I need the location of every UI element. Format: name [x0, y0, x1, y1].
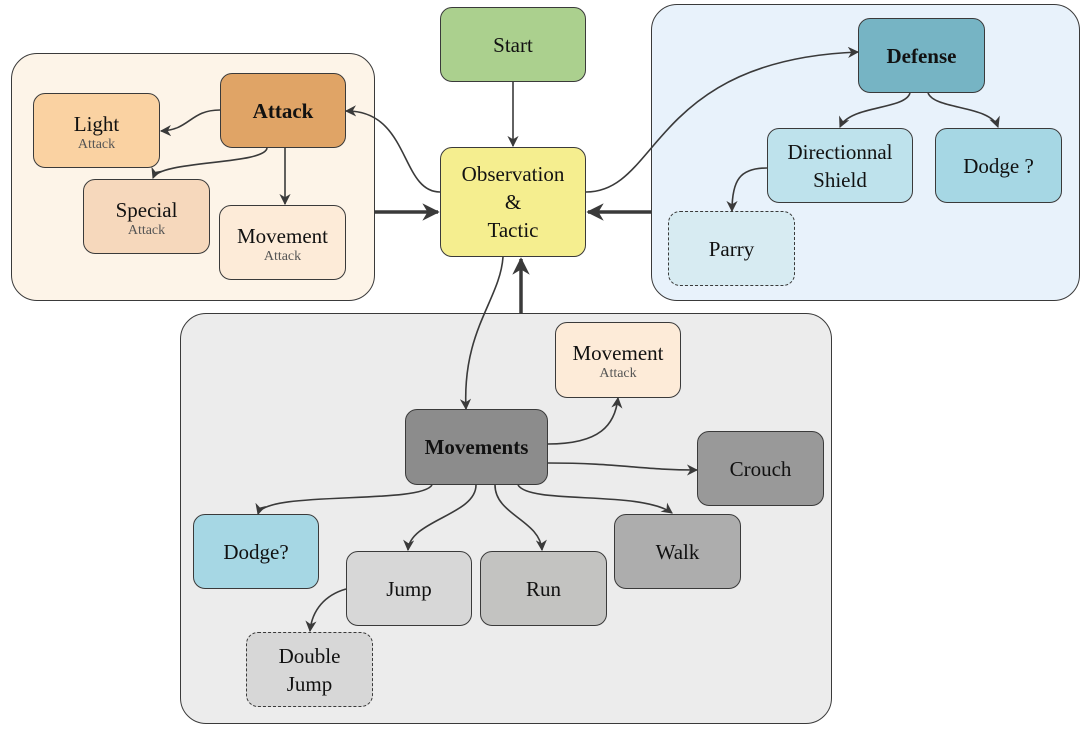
light-attack-node[interactable]: Light Attack: [33, 93, 160, 168]
defense-label: Defense: [886, 43, 957, 68]
start-node[interactable]: Start: [440, 7, 586, 82]
special-attack-label: Special: [115, 197, 178, 222]
dodge-defense-node[interactable]: Dodge ?: [935, 128, 1062, 203]
parry-label: Parry: [708, 236, 755, 261]
double-jump-node[interactable]: Double Jump: [246, 632, 373, 707]
directional-shield-node[interactable]: Directionnal Shield: [767, 128, 913, 203]
movement-attack-label: Movement: [237, 223, 328, 248]
observation-label: Observation & Tactic: [461, 162, 565, 242]
edge-movements-movattack: [547, 396, 623, 445]
jump-label: Jump: [386, 576, 432, 601]
light-attack-label: Light: [73, 111, 120, 136]
edge-movements-walk: [517, 484, 673, 514]
edge-observation-attack: [344, 105, 441, 193]
edge-movements-run: [494, 484, 547, 552]
edge-movements-dodge: [255, 484, 433, 516]
attack-node[interactable]: Attack: [220, 73, 346, 148]
movement-attack-2-sublabel: Attack: [599, 366, 637, 381]
movements-label: Movements: [424, 435, 529, 459]
movement-attack-sublabel: Attack: [263, 248, 302, 264]
edge-observation-movements: [459, 256, 504, 411]
edge-attack-special: [151, 147, 268, 180]
dodge-defense-label: Dodge ?: [963, 153, 1034, 178]
start-label: Start: [493, 32, 533, 57]
run-label: Run: [525, 576, 561, 601]
jump-node[interactable]: Jump: [346, 551, 472, 626]
movements-node[interactable]: Movements: [405, 409, 548, 485]
parry-node[interactable]: Parry: [668, 211, 795, 286]
edge-shield-parry: [726, 167, 768, 213]
double-jump-label: Double Jump: [278, 643, 341, 696]
edge-observation-defense: [585, 46, 860, 193]
special-attack-sublabel: Attack: [127, 222, 166, 238]
movement-attack-2-label: Movement: [572, 341, 664, 365]
edge-defense-dodge: [927, 92, 1000, 129]
crouch-label: Crouch: [729, 456, 792, 481]
walk-node[interactable]: Walk: [614, 514, 741, 589]
edge-movements-crouch: [547, 462, 699, 476]
light-attack-sublabel: Attack: [77, 136, 116, 152]
movement-attack-node-2[interactable]: Movement Attack: [555, 322, 681, 398]
attack-label: Attack: [252, 98, 314, 123]
dodge-movement-node[interactable]: Dodge?: [193, 514, 319, 589]
walk-label: Walk: [655, 539, 700, 564]
dodge-movement-label: Dodge?: [223, 539, 289, 564]
defense-node[interactable]: Defense: [858, 18, 985, 93]
edge-defense-shield: [839, 92, 911, 129]
crouch-node[interactable]: Crouch: [697, 431, 824, 506]
movement-attack-node[interactable]: Movement Attack: [219, 205, 346, 280]
observation-tactic-node[interactable]: Observation & Tactic: [440, 147, 586, 257]
edge-attack-light: [159, 109, 221, 137]
special-attack-node[interactable]: Special Attack: [83, 179, 210, 254]
directional-shield-label: Directionnal Shield: [787, 139, 893, 192]
run-node[interactable]: Run: [480, 551, 607, 626]
edge-movements-jump: [403, 484, 477, 552]
edge-jump-doublejump: [305, 588, 347, 633]
